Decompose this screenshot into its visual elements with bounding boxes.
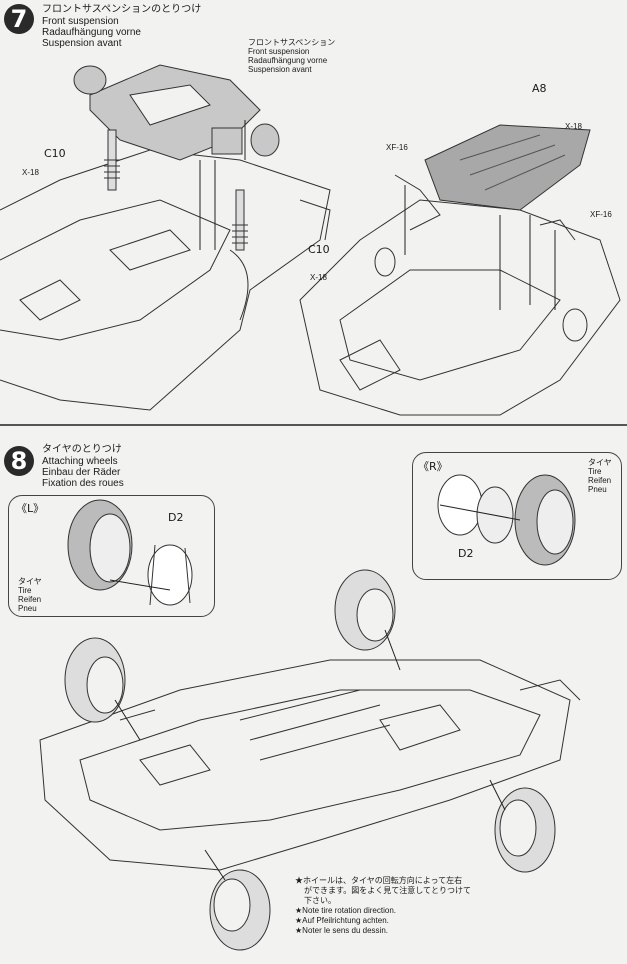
wheel-rear-left [334,569,396,651]
wheel-front-left [64,637,126,723]
step7-a8-part [424,124,591,211]
note-en: ★Note tire rotation direction. [295,906,396,915]
step-7-title-en: Front suspension [42,16,119,27]
inset-left-part-d2: D2 [168,511,184,524]
step-8-title-de: Einbau der Räder [42,467,121,478]
step7-right-chassis-drawing [299,199,621,416]
tire-fr: Pneu [588,485,607,494]
inset-right-side-label: 《R》 [418,460,448,473]
note-jp-2: ができます。図をよく見て注意してとりつけて [304,886,472,895]
part-label-xf16-left: XF-16 [386,143,408,152]
tire-en: Tire [18,586,32,595]
tire-jp: タイヤ [588,458,612,467]
part-label-c10-left: C10 [44,147,66,160]
step-7-title-de: Radaufhängung vorne [42,27,141,38]
step8-chassis-drawing [39,659,581,871]
step-8-title: タイヤのとりつけ Attaching wheels Einbau der Räd… [42,444,124,489]
inset-right-part-d2: D2 [458,547,474,560]
step-7-title-fr: Suspension avant [42,38,122,49]
tire-jp: タイヤ [18,577,42,586]
note-jp-3: 下さい。 [304,896,336,905]
note-jp-1: ★ホイールは、タイヤの回転方向によって左右 [295,876,463,885]
inset-right-tire-label: タイヤ Tire Reifen Pneu [588,458,612,494]
tire-de: Reifen [18,595,42,604]
step7-stabilizer [394,174,576,310]
tire-de: Reifen [588,476,612,485]
callout-en: Front suspension [248,47,310,56]
inset-left-drawing [67,499,193,606]
inset-left-side-label: 《L》 [16,502,45,515]
step-8-number-badge: 8 [4,446,34,476]
step-divider [0,424,627,426]
step7-dampers [104,120,248,251]
callout-jp: フロントサスペンション [248,38,336,47]
inset-right-wheel [412,452,622,580]
step7-left-chassis-drawing [0,149,331,411]
part-label-x18-a8: X-18 [565,122,582,131]
part-label-x18-left: X-18 [22,168,39,177]
tire-en: Tire [588,467,602,476]
inset-left-tire-label: タイヤ Tire Reifen Pneu [18,577,42,613]
front-suspension-callout: フロントサスペンション Front suspension Radaufhängu… [248,38,335,74]
part-label-xf16-right: XF-16 [590,210,612,219]
step7-front-suspension-part [73,64,280,161]
tire-rotation-note: ★ホイールは、タイヤの回転方向によって左右 ができます。図をよく見て注意してとり… [295,876,471,936]
inset-right-drawing [437,474,576,566]
step-8-title-fr: Fixation des roues [42,478,124,489]
wheel-front-right [209,869,271,951]
step-7-title: フロントサスペンションのとりつけ Front suspension Radauf… [42,4,201,49]
step-8-title-en: Attaching wheels [42,456,118,467]
part-label-x18-right: X-18 [310,273,327,282]
note-de: ★Auf Pfeilrichtung achten. [295,916,389,925]
part-label-c10-right: C10 [308,243,330,256]
part-label-a8: A8 [532,82,547,95]
step-8-title-jp: タイヤのとりつけ [42,444,122,455]
step-7-number-badge: 7 [4,4,34,34]
inset-left-wheel [8,495,215,617]
wheel-rear-right [494,787,556,873]
callout-fr: Suspension avant [248,65,312,74]
step8-wheels [64,569,556,951]
tire-fr: Pneu [18,604,37,613]
note-fr: ★Noter le sens du dessin. [295,926,388,935]
callout-de: Radaufhängung vorne [248,56,328,65]
step-7-title-jp: フロントサスペンションのとりつけ [42,4,202,15]
